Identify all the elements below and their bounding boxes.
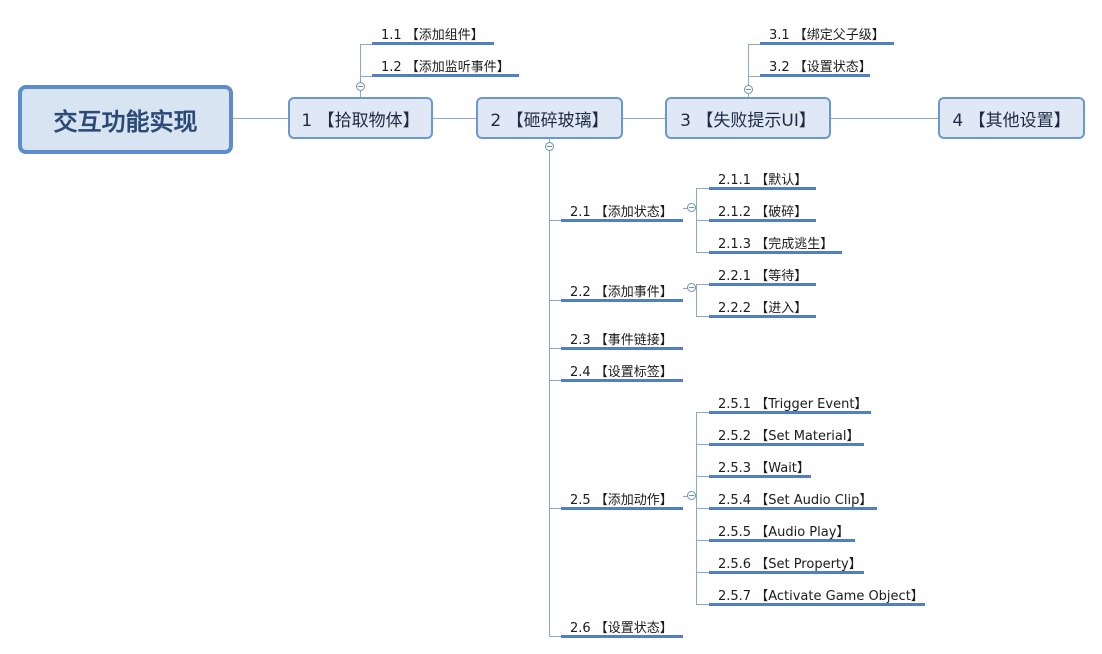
connector-line (232, 118, 288, 119)
connector-line (696, 444, 709, 445)
connector-line (696, 188, 709, 189)
subtopic-2-5[interactable]: 2.5 【添加动作】 (570, 493, 673, 508)
collapse-toggle-icon[interactable] (687, 491, 696, 500)
connector-line (549, 139, 550, 636)
subtopic-underline (709, 251, 842, 254)
collapse-toggle-icon[interactable] (356, 82, 365, 91)
connector-line (696, 540, 709, 541)
subtopic-underline (709, 411, 871, 414)
connector-line (549, 348, 561, 349)
connector-line (696, 284, 709, 285)
connector-line (696, 412, 709, 413)
connector-line (549, 508, 561, 509)
connector-line (549, 380, 561, 381)
topic-1[interactable]: 1 【拾取物体】 (288, 97, 433, 139)
topic-4[interactable]: 4 【其他设置】 (938, 97, 1085, 139)
subtopic-underline (372, 74, 519, 77)
subtopic-2-2-1[interactable]: 2.2.1 【等待】 (718, 269, 808, 284)
subtopic-underline (561, 219, 683, 222)
connector-line (748, 44, 760, 45)
connector-line (432, 118, 476, 119)
connector-line (830, 118, 938, 119)
subtopic-3-2[interactable]: 3.2 【设置状态】 (769, 60, 872, 75)
subtopic-underline (709, 315, 816, 318)
connector-line (696, 284, 697, 316)
subtopic-2-5-3[interactable]: 2.5.3 【Wait】 (718, 461, 810, 476)
subtopic-underline (561, 635, 683, 638)
connector-line (549, 220, 561, 221)
subtopic-underline (561, 347, 683, 350)
subtopic-underline (709, 475, 811, 478)
subtopic-underline (561, 379, 683, 382)
connector-line (696, 316, 709, 317)
collapse-toggle-icon[interactable] (744, 85, 753, 94)
subtopic-2-5-5[interactable]: 2.5.5 【Audio Play】 (718, 525, 850, 540)
subtopic-underline (709, 603, 925, 606)
subtopic-underline (709, 187, 816, 190)
subtopic-underline (709, 507, 877, 510)
subtopic-3-1[interactable]: 3.1 【绑定父子级】 (769, 28, 885, 43)
subtopic-underline (709, 283, 816, 286)
connector-line (360, 76, 372, 77)
topic-3[interactable]: 3 【失败提示UI】 (665, 97, 831, 139)
subtopic-2-5-6[interactable]: 2.5.6 【Set Property】 (718, 557, 862, 572)
connector-line (696, 604, 709, 605)
subtopic-underline (372, 42, 494, 45)
subtopic-2-4[interactable]: 2.4 【设置标签】 (570, 365, 673, 380)
collapse-toggle-icon[interactable] (687, 203, 696, 212)
connector-line (360, 44, 361, 97)
subtopic-underline (709, 443, 864, 446)
connector-line (748, 44, 749, 97)
collapse-toggle-icon[interactable] (687, 283, 696, 292)
subtopic-2-5-4[interactable]: 2.5.4 【Set Audio Clip】 (718, 493, 873, 508)
collapse-toggle-icon[interactable] (545, 142, 554, 151)
connector-line (696, 508, 709, 509)
connector-line (696, 252, 709, 253)
connector-line (696, 572, 709, 573)
subtopic-underline (709, 571, 864, 574)
subtopic-underline (709, 539, 855, 542)
subtopic-underline (561, 299, 683, 302)
subtopic-2-5-7[interactable]: 2.5.7 【Activate Game Object】 (718, 589, 924, 604)
connector-line (748, 76, 760, 77)
subtopic-underline (709, 219, 816, 222)
connector-line (696, 476, 709, 477)
subtopic-2-1-1[interactable]: 2.1.1 【默认】 (718, 173, 808, 188)
subtopic-2-1-3[interactable]: 2.1.3 【完成逃生】 (718, 237, 834, 252)
connector-line (549, 636, 561, 637)
connector-line (696, 220, 709, 221)
root-topic[interactable]: 交互功能实现 (18, 85, 233, 154)
subtopic-2-5-1[interactable]: 2.5.1 【Trigger Event】 (718, 397, 868, 412)
connector-line (549, 300, 561, 301)
subtopic-2-1[interactable]: 2.1 【添加状态】 (570, 205, 673, 220)
subtopic-2-5-2[interactable]: 2.5.2 【Set Material】 (718, 429, 860, 444)
topic-2[interactable]: 2 【砸碎玻璃】 (476, 97, 623, 139)
subtopic-2-2[interactable]: 2.2 【添加事件】 (570, 285, 673, 300)
subtopic-2-1-2[interactable]: 2.1.2 【破碎】 (718, 205, 808, 220)
subtopic-2-2-2[interactable]: 2.2.2 【进入】 (718, 301, 808, 316)
subtopic-1-1[interactable]: 1.1 【添加组件】 (381, 28, 484, 43)
connector-line (360, 44, 372, 45)
subtopic-underline (760, 74, 870, 77)
subtopic-underline (760, 42, 894, 45)
subtopic-1-2[interactable]: 1.2 【添加监听事件】 (381, 60, 510, 75)
connector-line (622, 118, 665, 119)
subtopic-2-6[interactable]: 2.6 【设置状态】 (570, 621, 673, 636)
subtopic-2-3[interactable]: 2.3 【事件链接】 (570, 333, 673, 348)
subtopic-underline (561, 507, 683, 510)
